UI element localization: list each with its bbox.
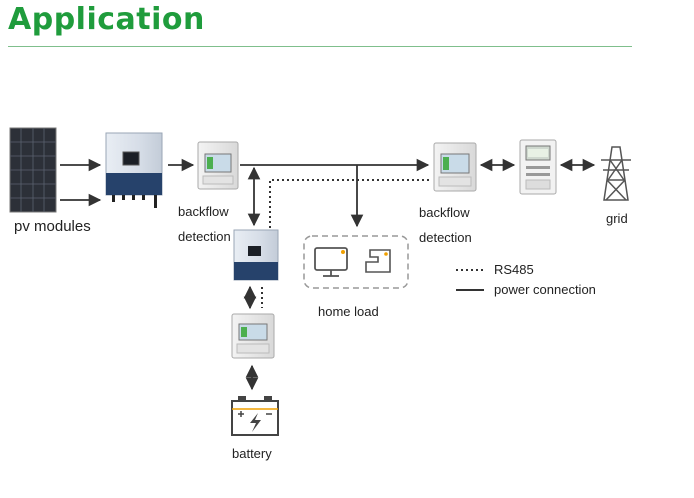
- appliance-icon: [365, 249, 391, 273]
- title-divider: [8, 46, 632, 47]
- monitor-icon: [314, 247, 348, 277]
- label-grid: grid: [606, 211, 628, 226]
- backflow-meter-icon: [197, 141, 239, 190]
- label-home-load: home load: [318, 304, 379, 319]
- battery-meter-icon: [231, 313, 275, 359]
- label-battery: battery: [232, 446, 272, 461]
- solar-panel-icon: [9, 127, 57, 213]
- label-detection-2: detection: [419, 230, 472, 245]
- label-backflow-2: backflow: [419, 205, 470, 220]
- label-backflow-1: backflow: [178, 204, 229, 219]
- page-title: Application: [8, 2, 205, 37]
- hybrid-inverter-icon: [233, 229, 279, 281]
- rs485-line: [269, 179, 432, 228]
- battery-icon: [231, 396, 279, 436]
- grid-tower-icon: [601, 146, 631, 201]
- energy-meter-icon: [519, 139, 557, 195]
- backflow-meter-icon: [433, 142, 477, 192]
- home-load-box: [303, 235, 409, 289]
- label-detection-1: detection: [178, 229, 231, 244]
- legend-power-label: power connection: [494, 282, 596, 297]
- pv-inverter-icon: [105, 132, 163, 208]
- label-pv-modules: pv modules: [14, 218, 91, 235]
- legend-rs485-label: RS485: [494, 262, 534, 277]
